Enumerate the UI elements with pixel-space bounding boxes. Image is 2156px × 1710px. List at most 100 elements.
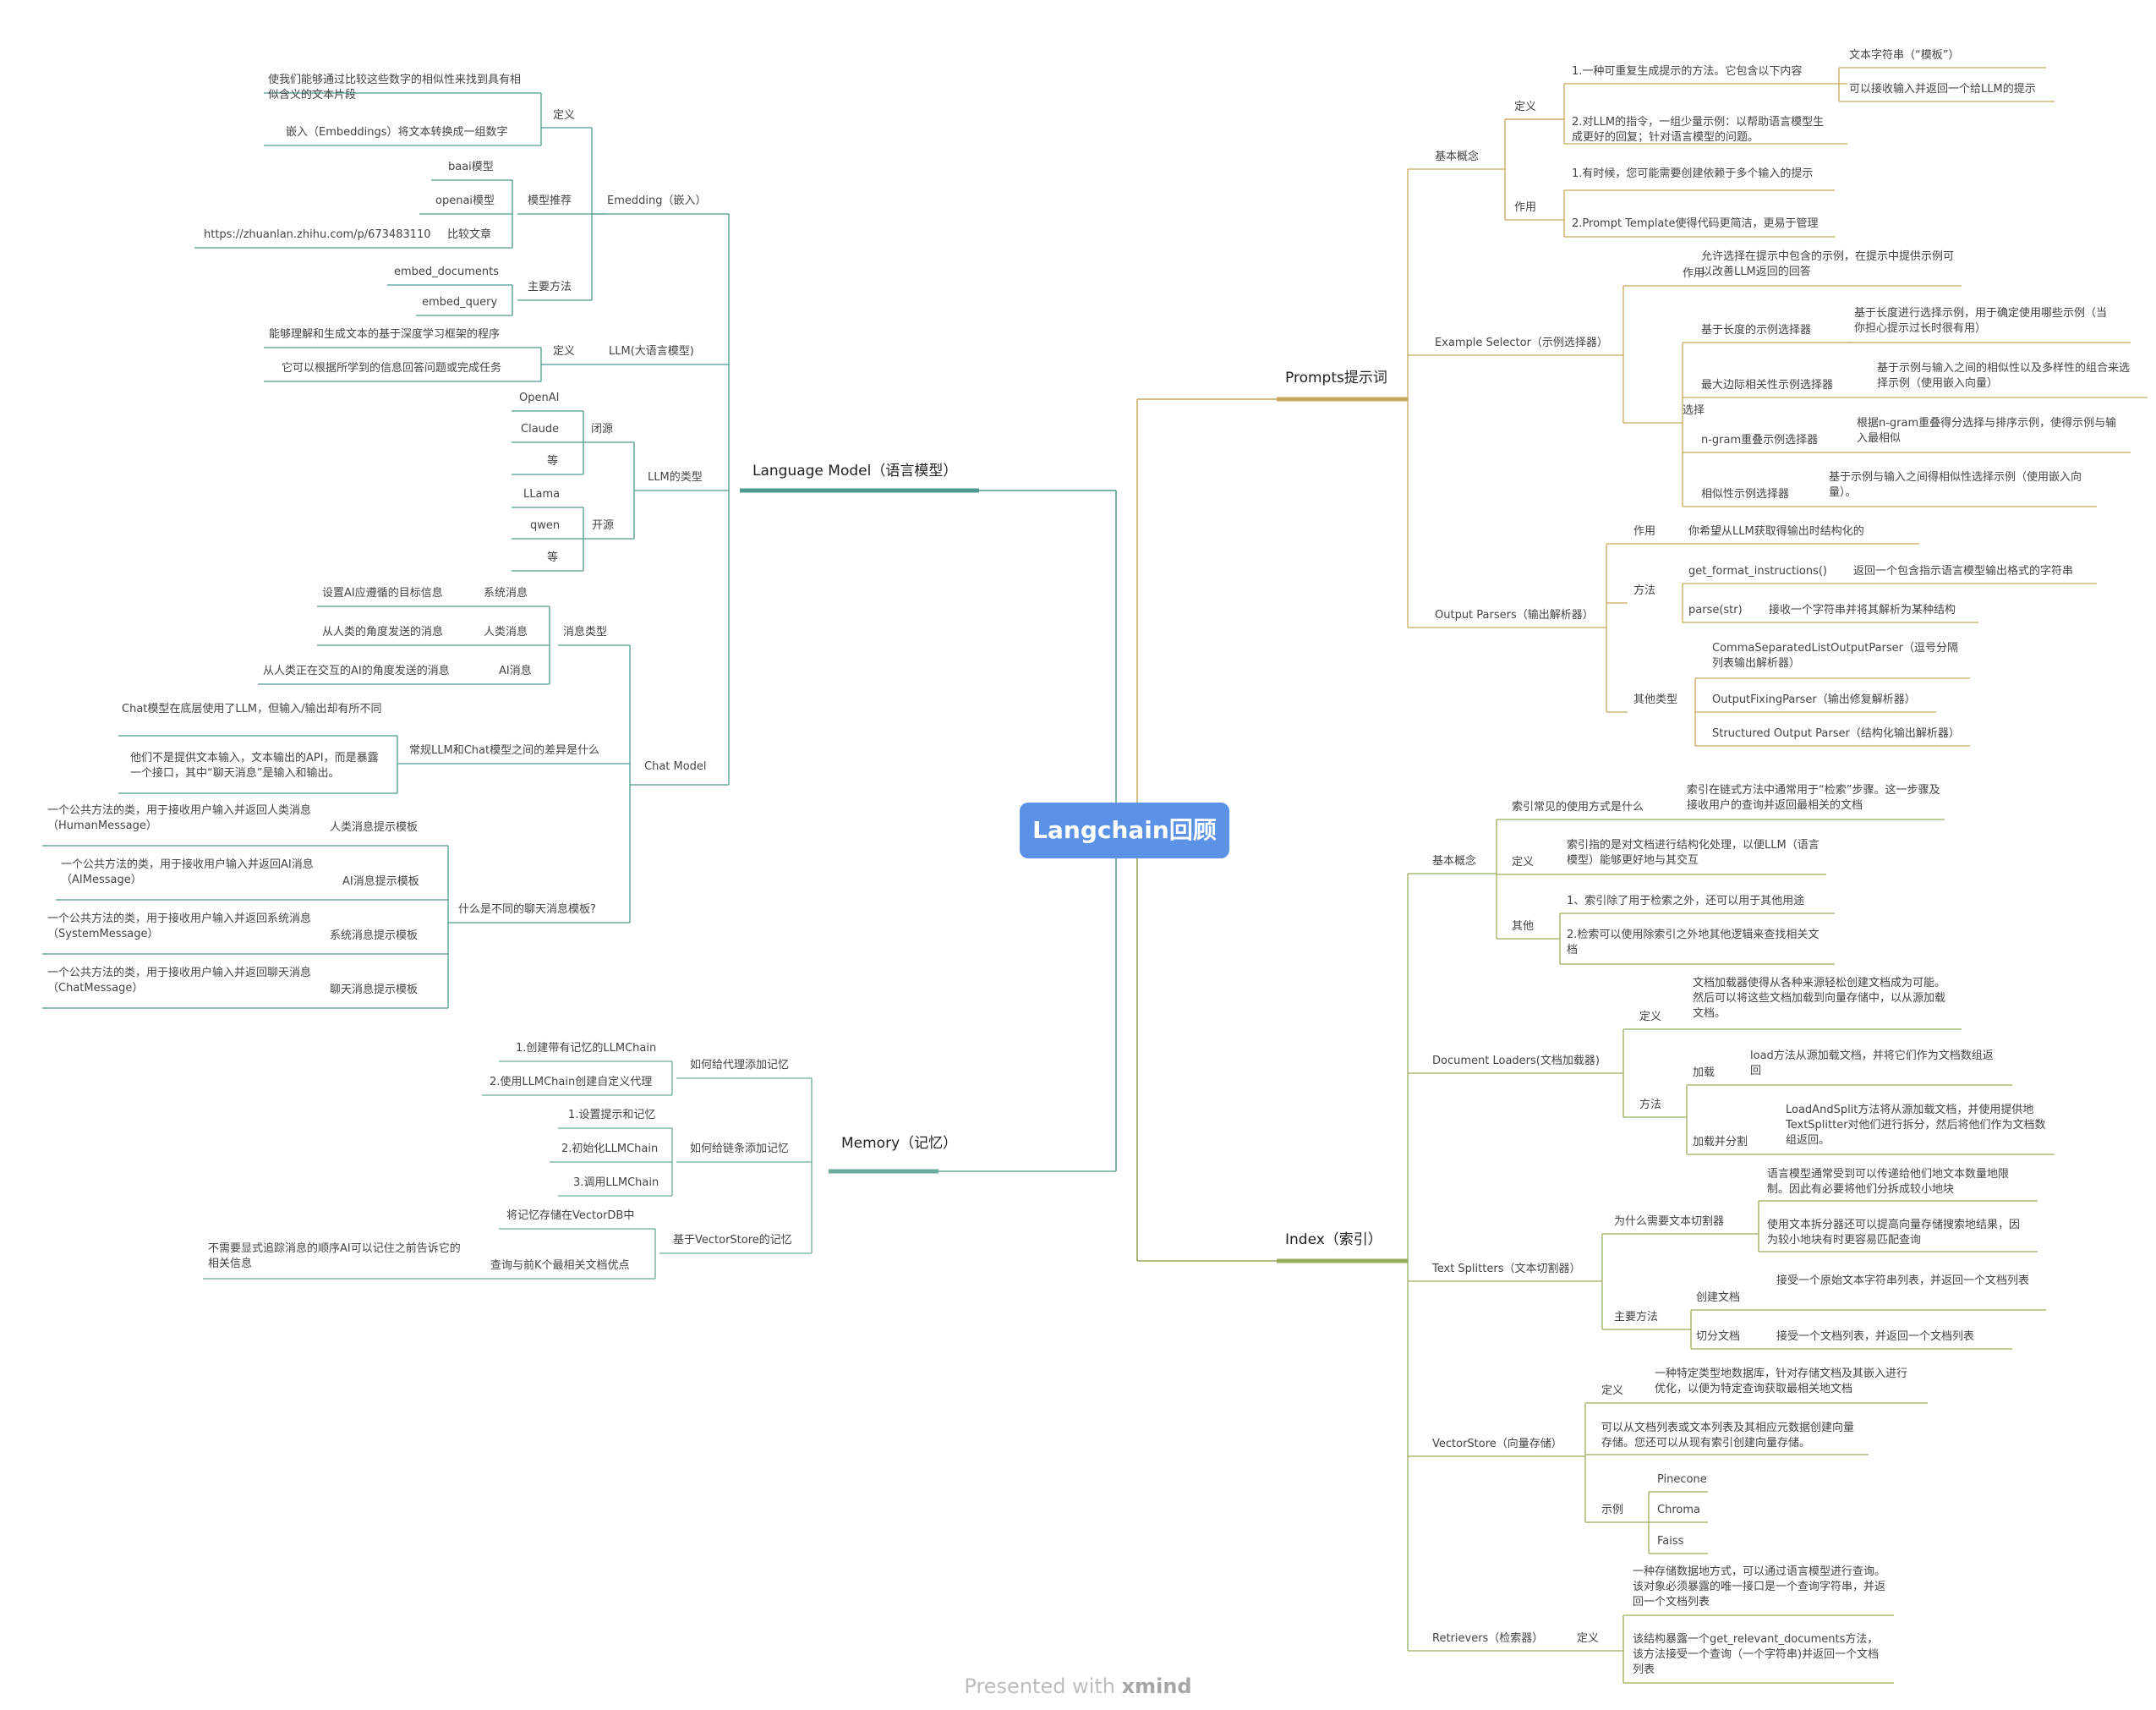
central-topic[interactable]: Langchain回顾	[1020, 803, 1229, 858]
llm-open-source[interactable]: 开源	[592, 519, 615, 532]
method-parse[interactable]: parse(str)	[1688, 604, 1743, 617]
difference-item[interactable]: 他们不是提供文本输入，文本输出的API，而是暴露一个接口，其中“聊天消息”是输入…	[130, 752, 379, 780]
llm-vs-chat-difference[interactable]: 常规LLM和Chat模型之间的差异是什么	[409, 744, 600, 757]
prompt-basic-concepts[interactable]: 基本概念	[1435, 151, 1480, 163]
template-ai[interactable]: AI消息提示模板	[342, 875, 419, 888]
main-methods[interactable]: 主要方法	[528, 281, 572, 293]
loader-load-split[interactable]: 加载并分割	[1693, 1136, 1748, 1148]
other-parser[interactable]: Structured Output Parser（结构化输出解析器）	[1712, 727, 1960, 740]
llm-closed-etc[interactable]: 等	[547, 455, 559, 468]
branch-index[interactable]: Index（索引）	[1285, 1231, 1382, 1248]
branch-language-model[interactable]: Language Model（语言模型）	[752, 463, 958, 480]
index-basic-concepts[interactable]: 基本概念	[1432, 855, 1477, 868]
emedding-def-item[interactable]: 使我们能够通过比较这些数字的相似性来找到具有相似含义的文本片段	[268, 74, 522, 101]
selector-ngram[interactable]: n-gram重叠示例选择器	[1701, 434, 1819, 447]
splitters-methods[interactable]: 主要方法	[1614, 1311, 1659, 1324]
message-types[interactable]: 消息类型	[563, 626, 608, 639]
template-desc[interactable]: 一个公共方法的类，用于接收用户输入并返回聊天消息（ChatMessage）	[47, 967, 312, 995]
method-desc[interactable]: 接收一个字符串并将其解析为某种结构	[1769, 604, 1956, 617]
model-openai[interactable]: openai模型	[435, 195, 495, 207]
msg-type-desc[interactable]: 设置AI应遵循的目标信息	[322, 587, 443, 600]
retrievers-def-item[interactable]: 一种存储数据地方式，可以通过语言模型进行查询。该对象必须暴露的唯一接口是一个查询…	[1633, 1565, 1886, 1609]
loaders-method[interactable]: 方法	[1639, 1099, 1662, 1111]
other-parser[interactable]: CommaSeparatedListOutputParser（逗号分隔列表输出解…	[1712, 642, 1959, 670]
template-desc[interactable]: 一个公共方法的类，用于接收用户输入并返回AI消息（AIMessage）	[61, 858, 314, 886]
output-parsers-use-text[interactable]: 你希望从LLM获取得输出时结构化的	[1688, 525, 1864, 538]
memory-chain-step[interactable]: 2.初始化LLMChain	[561, 1143, 659, 1155]
branch-prompts[interactable]: Prompts提示词	[1285, 370, 1387, 386]
index-other-item[interactable]: 2.检索可以使用除索引之外地其他逻辑来查找相关文档	[1567, 929, 1819, 956]
topic-llm[interactable]: LLM(大语言模型)	[609, 345, 694, 358]
template-human[interactable]: 人类消息提示模板	[330, 821, 419, 834]
method-get-format-instructions[interactable]: get_format_instructions()	[1688, 565, 1827, 578]
msg-type-system[interactable]: 系统消息	[484, 587, 528, 600]
loaders-definition[interactable]: 定义	[1639, 1011, 1662, 1023]
branch-memory[interactable]: Memory（记忆）	[841, 1135, 958, 1152]
memory-vectorstore[interactable]: 基于VectorStore的记忆	[673, 1234, 792, 1247]
example-selector-use-text[interactable]: 允许选择在提示中包含的示例，在提示中提供示例可以改善LLM返回的回答	[1701, 250, 1955, 278]
emedding-definition[interactable]: 定义	[553, 109, 576, 122]
llm-qwen[interactable]: qwen	[530, 519, 561, 532]
msg-type-human[interactable]: 人类消息	[484, 626, 528, 639]
output-parsers-method[interactable]: 方法	[1633, 584, 1656, 597]
msg-type-desc[interactable]: 从人类正在交互的AI的角度发送的消息	[263, 665, 450, 677]
splitter-create-documents[interactable]: 创建文档	[1696, 1291, 1741, 1304]
output-parsers-use[interactable]: 作用	[1633, 525, 1656, 538]
topic-emedding[interactable]: Emedding（嵌入）	[607, 195, 707, 207]
example-chroma[interactable]: Chroma	[1657, 1504, 1700, 1516]
prompt-def-1[interactable]: 1.一种可重复生成提示的方法。它包含以下内容	[1572, 65, 1803, 78]
example-selector[interactable]: Example Selector（示例选择器）	[1435, 337, 1608, 349]
splitter-split-documents[interactable]: 切分文档	[1696, 1330, 1741, 1343]
memory-chain[interactable]: 如何给链条添加记忆	[690, 1143, 790, 1155]
loaders-def-text[interactable]: 文档加载器使得从各种来源轻松创建文档成为可能。然后可以将这些文档加载到向量存储中…	[1693, 977, 1946, 1020]
prompt-use[interactable]: 作用	[1514, 201, 1537, 214]
splitters-why[interactable]: 为什么需要文本切割器	[1614, 1215, 1725, 1228]
splitter-create-text[interactable]: 接受一个原始文本字符串列表，并返回一个文档列表	[1776, 1274, 2030, 1287]
splitter-split-text[interactable]: 接受一个文档列表，并返回一个文档列表	[1776, 1330, 1975, 1343]
method-embed-query[interactable]: embed_query	[422, 296, 498, 309]
other-parser[interactable]: OutputFixingParser（输出修复解析器）	[1712, 693, 1916, 706]
method-desc[interactable]: 返回一个包含指示语言模型输出格式的字符串	[1853, 565, 2074, 578]
difference-item[interactable]: Chat模型在底层使用了LLM，但输入/输出却有所不同	[122, 703, 382, 715]
loader-load[interactable]: 加载	[1693, 1066, 1715, 1079]
output-parsers-other[interactable]: 其他类型	[1633, 693, 1678, 706]
template-chat[interactable]: 聊天消息提示模板	[330, 984, 419, 996]
llm-claude[interactable]: Claude	[521, 423, 560, 436]
memory-agent-step[interactable]: 1.创建带有记忆的LLMChain	[516, 1042, 657, 1055]
splitters-why-item[interactable]: 语言模型通常受到可以传递给他们地文本数量地限制。因此有必要将他们分拆成较小地块	[1767, 1168, 2010, 1196]
vectorstore-def-item[interactable]: 一种特定类型地数据库，针对存储文档及其嵌入进行优化，以便为特定查询获取最相关地文…	[1655, 1367, 1908, 1395]
msg-type-desc[interactable]: 从人类的角度发送的消息	[322, 626, 444, 639]
vectorstore-examples[interactable]: 示例	[1601, 1504, 1624, 1516]
model-baai[interactable]: baai模型	[448, 161, 494, 173]
index-usage-text[interactable]: 索引在链式方法中通常用于“检索”步骤。这一步骤及接收用户的查询并返回最相关的文档	[1687, 784, 1940, 812]
memory-chain-step[interactable]: 3.调用LLMChain	[573, 1176, 659, 1189]
selector-length[interactable]: 基于长度的示例选择器	[1701, 324, 1812, 337]
vs-query[interactable]: 查询与前K个最相关文档优点	[490, 1259, 630, 1272]
compare-articles[interactable]: 比较文章	[447, 228, 492, 241]
memory-agent-step[interactable]: 2.使用LLMChain创建自定义代理	[490, 1076, 653, 1088]
llm-def-item[interactable]: 它可以根据所学到的信息回答问题或完成任务	[282, 362, 502, 375]
retrievers[interactable]: Retrievers（检索器）	[1432, 1632, 1544, 1645]
selector-similarity[interactable]: 相似性示例选择器	[1701, 488, 1790, 501]
template-system[interactable]: 系统消息提示模板	[330, 929, 419, 942]
topic-llm-types[interactable]: LLM的类型	[648, 471, 703, 484]
method-embed-documents[interactable]: embed_documents	[394, 266, 500, 278]
vs-store[interactable]: 将记忆存储在VectorDB中	[506, 1209, 635, 1222]
selector-desc[interactable]: 根据n-gram重叠得分选择与排序示例，使得示例与输入最相似	[1857, 417, 2117, 445]
template-desc[interactable]: 一个公共方法的类，用于接收用户输入并返回人类消息（HumanMessage）	[47, 804, 312, 832]
vectorstore-def-item[interactable]: 可以从文档列表或文本列表及其相应元数据创建向量存储。您还可以从现有索引创建向量存…	[1601, 1422, 1855, 1450]
model-recommend[interactable]: 模型推荐	[528, 195, 572, 207]
llm-def-item[interactable]: 能够理解和生成文本的基于深度学习框架的程序	[269, 328, 501, 341]
selector-desc[interactable]: 基于长度进行选择示例，用于确定使用哪些示例（当你担心提示过长时很有用）	[1854, 307, 2108, 335]
retrievers-def-item[interactable]: 该结构暴露一个get_relevant_documents方法，该方法接受一个查…	[1633, 1633, 1880, 1676]
index-other-item[interactable]: 1、索引除了用于检索之外，还可以用于其他用途	[1567, 895, 1805, 907]
vectorstore-definition[interactable]: 定义	[1601, 1384, 1624, 1397]
splitters-why-item[interactable]: 使用文本拆分器还可以提高向量存储搜索地结果，因为较小地块有时更容易匹配查询	[1767, 1219, 2021, 1247]
example-selector-use[interactable]: 作用	[1683, 267, 1705, 280]
example-faiss[interactable]: Faiss	[1657, 1535, 1684, 1548]
index-usage[interactable]: 索引常见的使用方式是什么	[1512, 801, 1644, 814]
topic-chat-model[interactable]: Chat Model	[644, 760, 707, 773]
memory-chain-step[interactable]: 1.设置提示和记忆	[568, 1109, 656, 1121]
msg-type-ai[interactable]: AI消息	[499, 665, 532, 677]
vs-query-detail[interactable]: 不需要显式追踪消息的顺序AI可以记住之前告诉它的相关信息	[208, 1242, 461, 1270]
